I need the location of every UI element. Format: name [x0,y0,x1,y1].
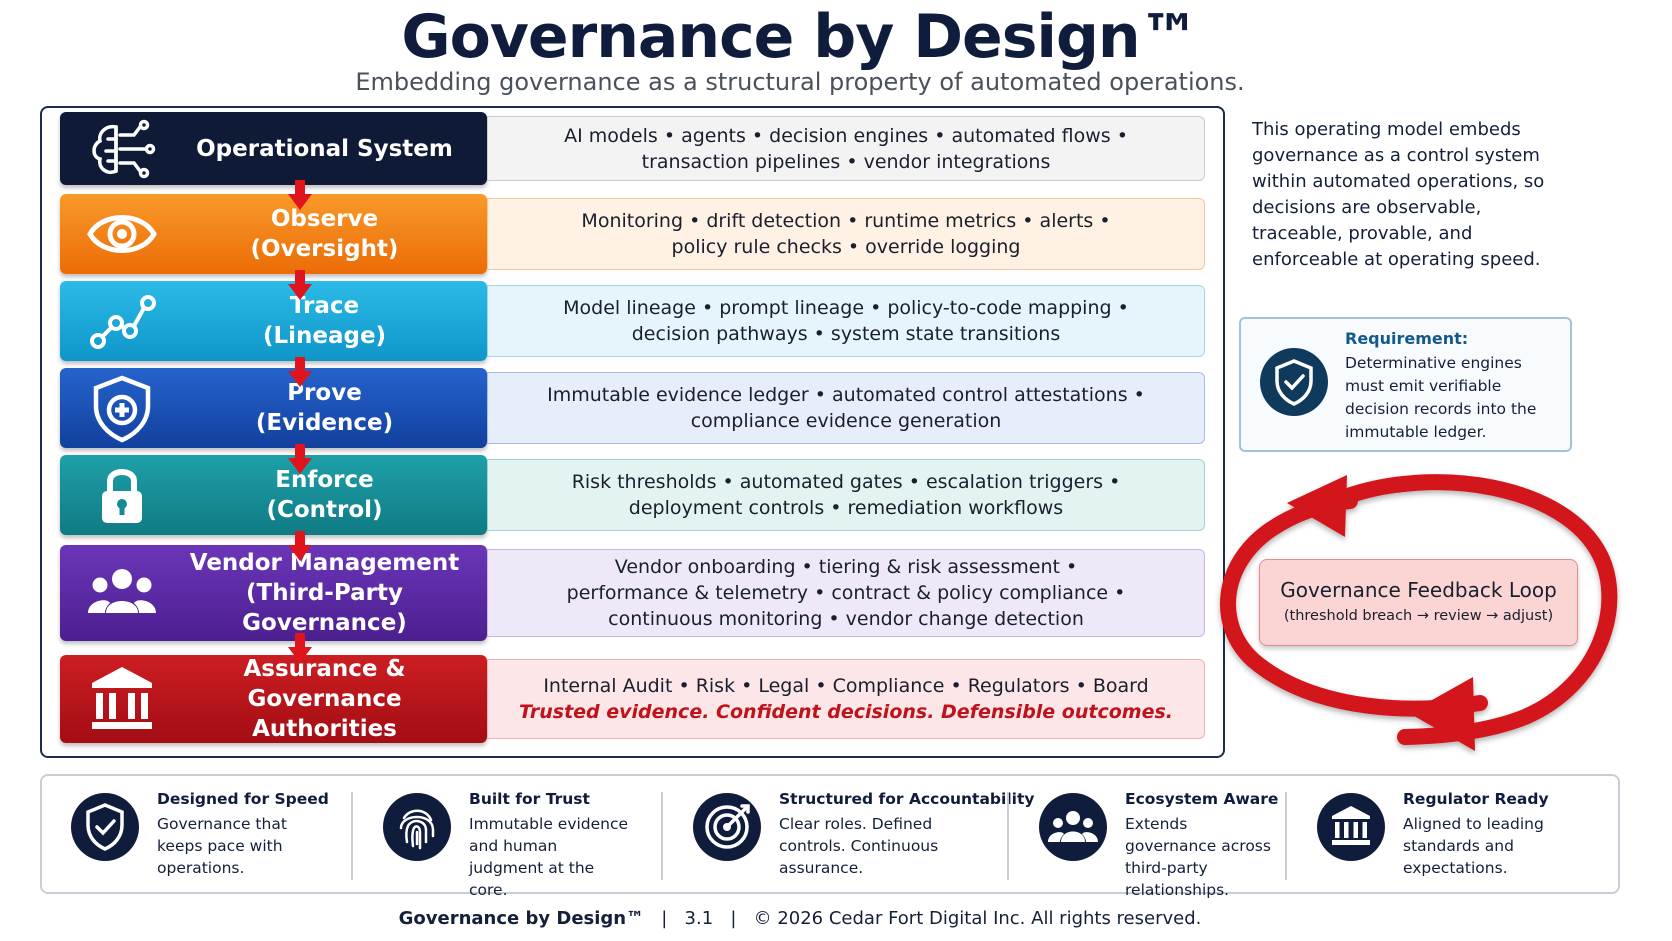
bank-icon [1317,793,1385,861]
group-icon [1039,793,1107,861]
footer-brand: Governance by Design™ [398,908,645,929]
layer-label: Observe (Oversight) [250,206,399,262]
shield-check-icon [1260,348,1328,416]
detail-line: Monitoring • drift detection • runtime m… [581,210,1111,232]
footer-separator: | [730,908,737,929]
governance-stack-frame [40,106,1225,758]
layer-detail-panel: AI models • agents • decision engines • … [487,116,1205,181]
layer-observe: Observe (Oversight) Monitoring • drift d… [60,194,1205,274]
requirement-text: Determinative engines must emit verifiab… [1345,354,1537,441]
layer-detail-panel: Risk thresholds • automated gates • esca… [487,459,1205,531]
layer-band: Enforce (Control) [60,455,487,535]
institution-icon [92,667,152,729]
feature-desc: Governance that keeps pace with operatio… [157,815,287,877]
layer-label: Enforce (Control) [266,467,383,523]
detail-line: Internal Audit • Risk • Legal • Complian… [543,675,1149,697]
detail-line: compliance evidence generation [690,410,1002,432]
feature-title: Built for Trust [469,790,590,808]
detail-line: transaction pipelines • vendor integrati… [641,150,1051,173]
detail-line: AI models • agents • decision engines • … [564,124,1128,147]
feature-ecosystem: Ecosystem Aware Extends governance acros… [1010,776,1282,899]
footer-copyright: © 2026 Cedar Fort Digital Inc. All right… [753,908,1202,929]
down-arrow-icon [288,180,312,210]
detail-line: Risk thresholds • automated gates • esca… [571,471,1121,493]
layer-band: Trace (Lineage) [60,281,487,361]
feature-title: Structured for Accountability [779,790,1035,808]
feature-regulator: Regulator Ready Aligned to leading stand… [1288,776,1618,892]
feature-desc: Extends governance across third-party re… [1125,815,1271,899]
layer-label: Trace (Lineage) [262,293,387,349]
ai-network-icon [92,119,156,178]
features-bar: Designed for Speed Governance that keeps… [40,774,1620,899]
footer-version: 3.1 [684,908,714,929]
down-arrow-icon [288,270,312,300]
detail-line: deployment controls • remediation workfl… [628,497,1064,519]
layer-detail-panel: Model lineage • prompt lineage • policy-… [487,285,1205,357]
requirement-title: Requirement: [1345,329,1469,348]
down-arrow-icon [288,444,312,474]
feature-title: Ecosystem Aware [1125,790,1279,808]
target-icon [693,793,761,861]
model-description: This operating model embeds governance a… [1252,119,1545,270]
layer-label: Assurance & Governance Authorities [243,656,406,742]
layer-assurance: Assurance & Governance Authorities Inter… [60,655,1205,743]
detail-line: Vendor onboarding • tiering & risk asses… [614,556,1078,578]
layer-detail-panel: Internal Audit • Risk • Legal • Complian… [487,659,1205,739]
feedback-loop-title: Governance Feedback Loop [1280,578,1557,602]
feedback-loop-subtitle: (threshold breach → review → adjust) [1283,608,1554,624]
feature-title: Regulator Ready [1403,790,1549,808]
tagline: Trusted evidence. Confident decisions. D… [519,701,1173,723]
layer-vendor-management: Vendor Management (Third-Party Governanc… [60,545,1205,641]
feature-speed: Designed for Speed Governance that keeps… [42,776,352,892]
layer-band: Assurance & Governance Authorities [60,655,487,743]
feature-divider [661,792,663,880]
layer-enforce: Enforce (Control) Risk thresholds • auto… [60,455,1205,535]
feature-desc: Clear roles. Defined controls. Continuou… [779,815,939,877]
shield-icon [93,375,151,443]
layer-band: Vendor Management (Third-Party Governanc… [60,545,487,641]
layer-label: Vendor Management (Third-Party Governanc… [189,550,460,636]
feature-title: Designed for Speed [157,790,329,808]
down-arrow-icon [288,531,312,561]
shield-check-icon [71,793,139,861]
feedback-loop-arrows [1220,474,1618,751]
layer-label: Prove (Evidence) [255,380,394,436]
layer-band: Operational System [60,112,487,185]
footer-separator: | [661,908,668,929]
lineage-icon [90,295,156,349]
detail-line: Immutable evidence ledger • automated co… [547,384,1145,406]
layer-band: Prove (Evidence) [60,368,487,448]
detail-line: performance & telemetry • contract & pol… [566,582,1126,604]
layer-operational-system: Operational System AI models • agents • … [60,112,1205,185]
layer-prove: Prove (Evidence) Immutable evidence ledg… [60,368,1205,448]
feedback-loop-box: Governance Feedback Loop (threshold brea… [1259,559,1578,646]
feature-accountability: Structured for Accountability Clear role… [664,776,1034,892]
feature-desc: Aligned to leading standards and expecta… [1403,815,1544,877]
detail-line: policy rule checks • override logging [671,236,1021,258]
layer-detail-panel: Vendor onboarding • tiering & risk asses… [487,549,1205,637]
layer-band: Observe (Oversight) [60,194,487,274]
people-icon [88,569,156,613]
layer-detail-panel: Immutable evidence ledger • automated co… [487,372,1205,444]
detail-line: continuous monitoring • vendor change de… [608,608,1084,630]
detail-line: Model lineage • prompt lineage • policy-… [563,297,1129,319]
feature-divider [1285,792,1287,880]
feature-divider [1007,792,1009,880]
down-arrow-icon [288,633,312,663]
feature-desc: Immutable evidence and human judgment at… [469,815,629,899]
fingerprint-icon [383,793,451,861]
layer-label: Operational System [196,135,453,162]
layer-detail-panel: Monitoring • drift detection • runtime m… [487,198,1205,270]
eye-icon [87,215,157,253]
requirement-box: Requirement: Determinative engines must … [1239,317,1572,452]
detail-line: decision pathways • system state transit… [631,323,1061,345]
down-arrow-icon [288,357,312,387]
page-subtitle: Embedding governance as a structural pro… [355,68,1245,96]
lock-icon [102,469,142,523]
feature-divider [351,792,353,880]
feature-trust: Built for Trust Immutable evidence and h… [354,776,654,899]
page-title: Governance by Design™ [401,2,1199,72]
layer-trace: Trace (Lineage) Model lineage • prompt l… [60,281,1205,361]
footer: Governance by Design™ | 3.1 | © 2026 Ced… [0,908,1600,929]
